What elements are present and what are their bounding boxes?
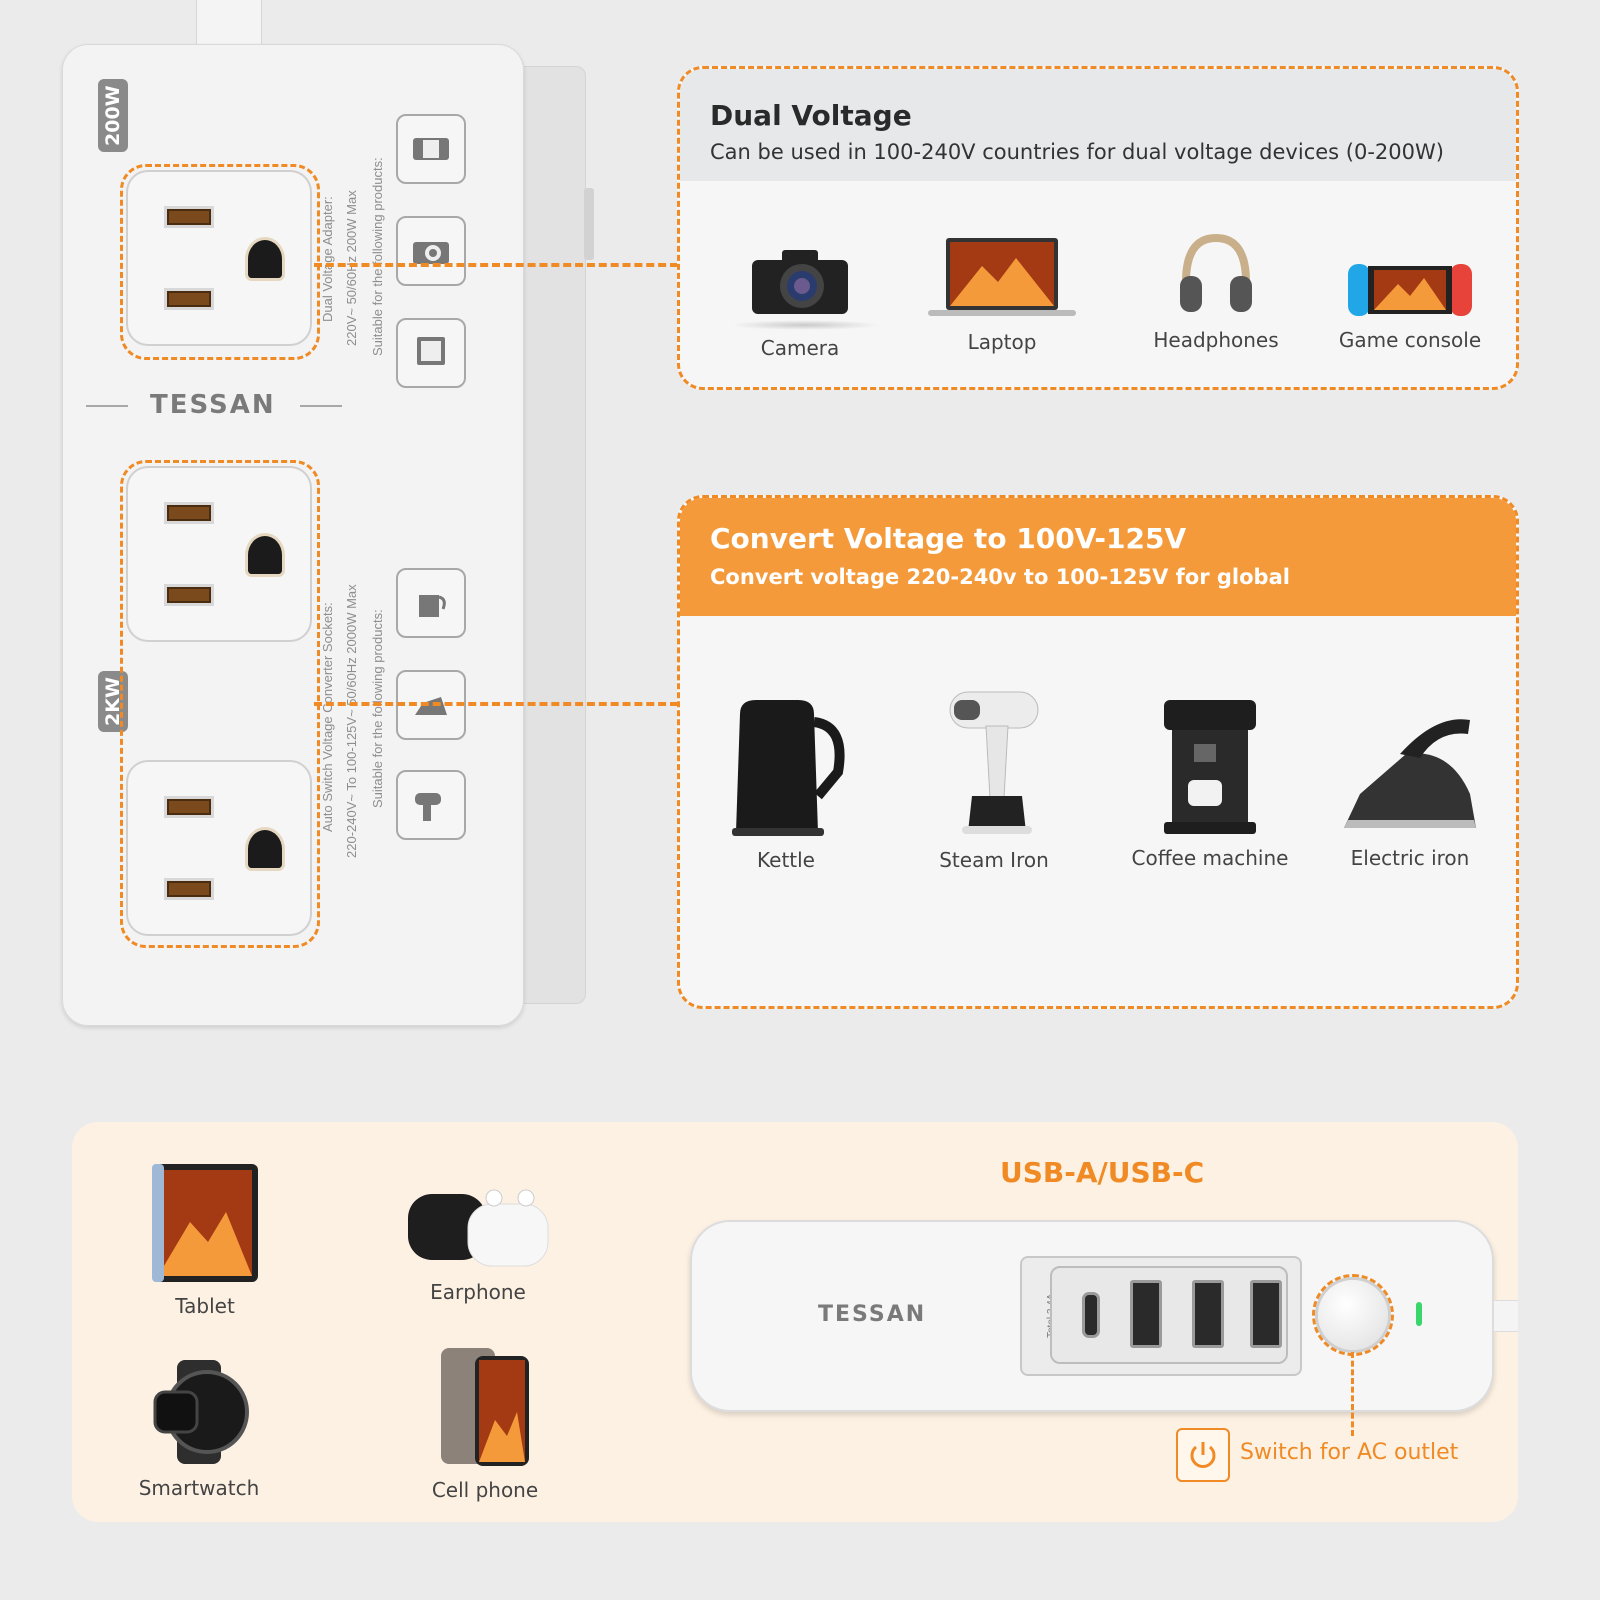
camera-icon xyxy=(396,216,466,286)
convert-voltage-subtitle: Convert voltage 220-240v to 100-125V for… xyxy=(710,565,1290,589)
divider-right xyxy=(300,405,342,407)
dual-voltage-subtitle: Can be used in 100-240V countries for du… xyxy=(710,140,1444,164)
usb-port-inner xyxy=(1050,1266,1288,1364)
tablet-icon xyxy=(152,1164,258,1282)
device-label: Steam Iron xyxy=(939,848,1049,872)
device-game-console: Game console xyxy=(1330,262,1490,352)
device-camera: Camera xyxy=(730,246,880,360)
dual-voltage-outlet[interactable] xyxy=(126,170,312,346)
dual-voltage-header: Dual Voltage Can be used in 100-240V cou… xyxy=(680,69,1516,181)
converter-spec: 220-240V~ To 100-125V~ 50/60Hz 2000W Max xyxy=(344,584,359,858)
device-label: Cell phone xyxy=(431,1478,539,1502)
dual-adapter-spec: 220V~ 50/60Hz 200W Max xyxy=(344,190,359,346)
usb-a-port-2[interactable] xyxy=(1192,1280,1224,1348)
usb-a-port-3[interactable] xyxy=(1250,1280,1282,1348)
connector-top xyxy=(314,263,678,267)
earphone-icon xyxy=(408,1189,549,1267)
dual-adapter-title: Dual Voltage Adapter: xyxy=(320,196,335,322)
switch-connector xyxy=(1351,1352,1354,1436)
coffee-machine-icon xyxy=(1164,700,1256,834)
device-label: Kettle xyxy=(757,848,815,872)
converter-outlet-2[interactable] xyxy=(126,760,312,936)
usb-c-port[interactable] xyxy=(1082,1292,1100,1338)
headphones-icon xyxy=(1180,233,1252,312)
convert-voltage-title: Convert Voltage to 100V-125V xyxy=(710,522,1187,555)
device-label: Tablet xyxy=(175,1294,235,1318)
device-coffee-machine: Coffee machine xyxy=(1130,696,1290,870)
device-steam-iron: Steam Iron xyxy=(924,686,1064,872)
usb-a-port-1[interactable] xyxy=(1130,1280,1162,1348)
device-earphone: Earphone xyxy=(404,1184,552,1304)
game-console-icon xyxy=(1348,264,1472,316)
smartwatch-icon xyxy=(153,1360,249,1464)
device-laptop: Laptop xyxy=(922,236,1082,354)
converter-suitable: Suitable for the following products: xyxy=(370,609,385,808)
device-label: Electric iron xyxy=(1350,846,1470,870)
converter-outlet-1[interactable] xyxy=(126,466,312,642)
device-headphones: Headphones xyxy=(1146,232,1286,352)
dual-voltage-title: Dual Voltage xyxy=(710,99,912,132)
device-label: Smartwatch xyxy=(138,1476,260,1500)
hair-dryer-icon xyxy=(396,770,466,840)
laptop-icon xyxy=(396,318,466,388)
dual-voltage-panel: Dual Voltage Can be used in 100-240V cou… xyxy=(677,66,1519,390)
device-smartwatch: Smartwatch xyxy=(134,1358,264,1500)
camera-icon xyxy=(752,250,848,314)
dual-adapter-suitable: Suitable for the following products: xyxy=(370,157,385,356)
device-label: Laptop xyxy=(967,330,1037,354)
device-label: Camera xyxy=(760,336,840,360)
device-label: Headphones xyxy=(1153,328,1279,352)
badge-200w: 200W xyxy=(98,79,128,152)
cell-phone-icon xyxy=(441,1348,529,1466)
steam-iron-icon xyxy=(949,691,1039,834)
device-label: Earphone xyxy=(430,1280,526,1304)
device-electric-iron: Electric iron xyxy=(1340,708,1480,870)
outlet-highlight-top xyxy=(120,164,320,360)
kettle-icon xyxy=(396,568,466,638)
switch-label: Switch for AC outlet xyxy=(1240,1440,1459,1465)
divider-left xyxy=(86,405,128,407)
convert-voltage-header: Convert Voltage to 100V-125V Convert vol… xyxy=(680,498,1516,616)
convert-voltage-panel: Convert Voltage to 100V-125V Convert vol… xyxy=(677,495,1519,1009)
ac-outlet-switch[interactable] xyxy=(1318,1280,1388,1350)
device-kettle: Kettle xyxy=(726,692,846,872)
power-led xyxy=(1416,1302,1422,1326)
side-button xyxy=(584,188,594,260)
device-cell-phone: Cell phone xyxy=(420,1346,550,1502)
phone-icon xyxy=(396,114,466,184)
laptop-icon xyxy=(928,238,1076,316)
device-label: Coffee machine xyxy=(1131,846,1289,870)
usb-title: USB-A/USB-C xyxy=(1000,1156,1205,1189)
power-cord xyxy=(196,0,262,48)
connector-bottom xyxy=(314,702,678,706)
device-label: Game console xyxy=(1338,328,1482,352)
power-icon xyxy=(1176,1428,1230,1482)
brand-logo-bottom: TESSAN xyxy=(818,1302,927,1327)
power-cord-side xyxy=(1494,1300,1518,1332)
device-tablet: Tablet xyxy=(140,1162,270,1318)
brand-logo: TESSAN xyxy=(150,390,276,420)
electric-iron-icon xyxy=(1344,719,1476,828)
kettle-icon xyxy=(732,700,845,836)
converter-title: Auto Switch Voltage Converter Sockets: xyxy=(320,602,335,832)
